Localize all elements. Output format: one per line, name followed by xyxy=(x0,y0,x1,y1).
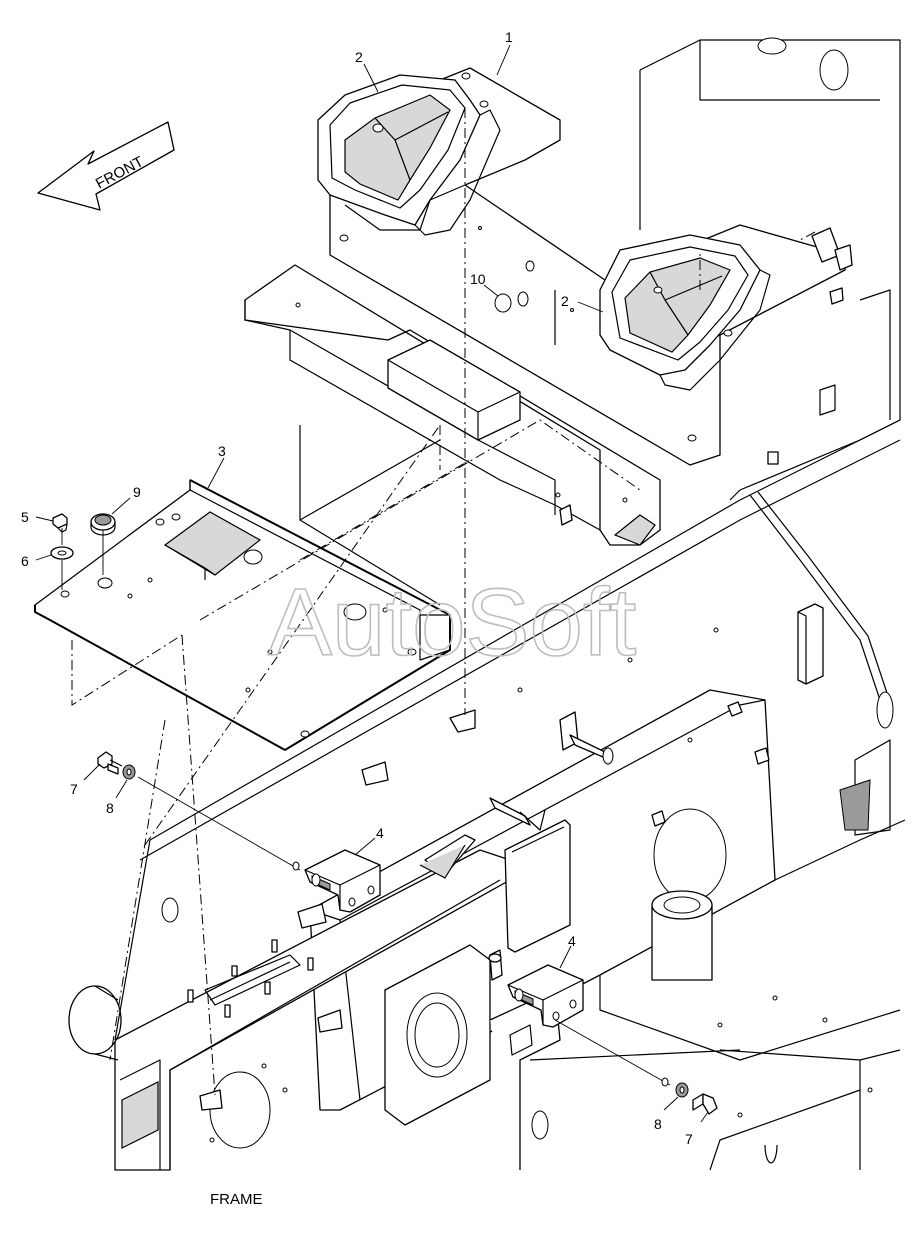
callout-1: 1 xyxy=(505,29,513,45)
callout-10: 10 xyxy=(470,271,486,287)
callout-8-upper: 8 xyxy=(106,800,114,816)
part-3-floor-plate xyxy=(34,479,451,751)
part-4-mount-upper xyxy=(304,849,381,913)
callout-5: 5 xyxy=(21,509,29,525)
callout-6: 6 xyxy=(21,553,29,569)
callout-4-upper: 4 xyxy=(376,825,384,841)
part-10-ring xyxy=(494,293,512,313)
assembly-lines xyxy=(61,108,816,1096)
part-5-bolt xyxy=(52,513,68,533)
callout-8-lower: 8 xyxy=(654,1116,662,1132)
callout-3: 3 xyxy=(218,443,226,459)
callout-7-lower: 7 xyxy=(685,1131,693,1147)
part-7-bolt-upper xyxy=(97,751,123,775)
watermark: AutoSoft xyxy=(268,569,636,676)
callout-4-lower: 4 xyxy=(568,933,576,949)
callout-9: 9 xyxy=(133,484,141,500)
callout-7-upper: 7 xyxy=(70,781,78,797)
part-6-washer xyxy=(50,546,74,560)
callouts: 1 2 2 3 4 4 5 6 7 7 8 8 9 10 xyxy=(21,29,709,1147)
part-8-washer-upper xyxy=(122,764,136,780)
part-2-seat-lower xyxy=(599,234,771,391)
callout-2-lower: 2 xyxy=(561,293,569,309)
front-direction-arrow: FRONT xyxy=(37,121,175,211)
part-8-washer-lower xyxy=(675,1082,689,1098)
frame-body xyxy=(68,37,906,1171)
callout-2-upper: 2 xyxy=(355,49,363,65)
part-2-seat-upper xyxy=(317,74,501,236)
part-4-mount-lower xyxy=(507,964,584,1028)
part-7-bolt-lower xyxy=(692,1093,718,1115)
channel-rail xyxy=(244,264,661,606)
diagram-caption: FRAME xyxy=(210,1191,263,1208)
